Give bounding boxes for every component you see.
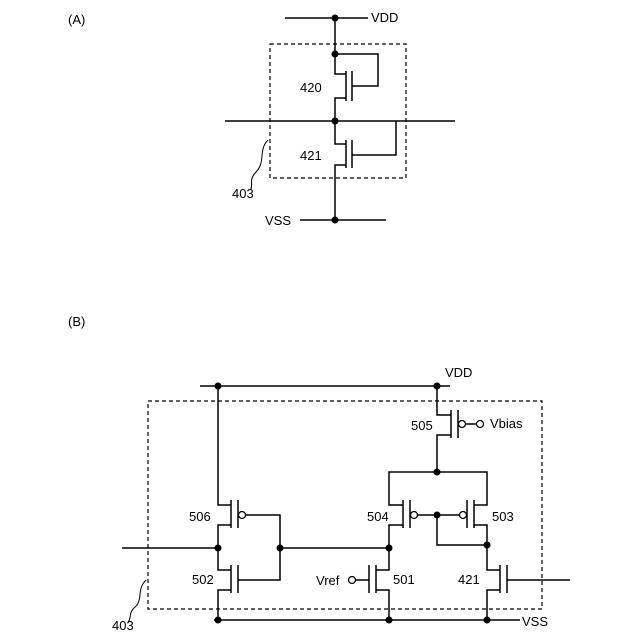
block-ref-b: 403 — [112, 618, 134, 633]
wire-tail-split — [389, 472, 487, 500]
vss-label-a: VSS — [265, 213, 291, 228]
panel-a: (A) VDD 420 — [68, 10, 455, 228]
leader-403-a — [250, 140, 268, 190]
diode-wire-420 — [335, 54, 378, 86]
transistor-501 — [349, 548, 390, 620]
transistor-506 — [218, 500, 246, 548]
t503-label: 503 — [492, 509, 514, 524]
panel-a-label: (A) — [68, 12, 85, 27]
t421-label-a: 421 — [300, 148, 322, 163]
mirror-wire — [437, 515, 487, 545]
vbias-label: Vbias — [490, 416, 523, 431]
t502-label: 502 — [192, 572, 214, 587]
t504-label: 504 — [367, 509, 389, 524]
vss-node-a — [332, 217, 339, 224]
transistor-503 — [460, 500, 488, 545]
t421-label-b: 421 — [458, 572, 480, 587]
transistor-420 — [335, 54, 356, 121]
vref-label: Vref — [316, 573, 340, 588]
transistor-421-a — [335, 121, 356, 220]
t501-label: 501 — [393, 572, 415, 587]
vdd-label-b: VDD — [445, 365, 472, 380]
block-403-a — [270, 44, 406, 178]
t420-label: 420 — [300, 80, 322, 95]
vdd-label-a: VDD — [371, 10, 398, 25]
transistor-502 — [218, 548, 238, 620]
gate-wire-506-502 — [238, 515, 280, 580]
transistor-504 — [389, 500, 418, 548]
t505-label: 505 — [411, 418, 433, 433]
panel-b-label: (B) — [68, 314, 85, 329]
t506-label: 506 — [189, 509, 211, 524]
transistor-505 — [437, 410, 484, 472]
vss-label-b: VSS — [522, 614, 548, 629]
panel-b: (B) VDD VSS 506 — [68, 314, 570, 633]
gate-wire-421 — [356, 121, 396, 155]
leader-403-b — [128, 580, 146, 622]
block-ref-a: 403 — [232, 186, 254, 201]
